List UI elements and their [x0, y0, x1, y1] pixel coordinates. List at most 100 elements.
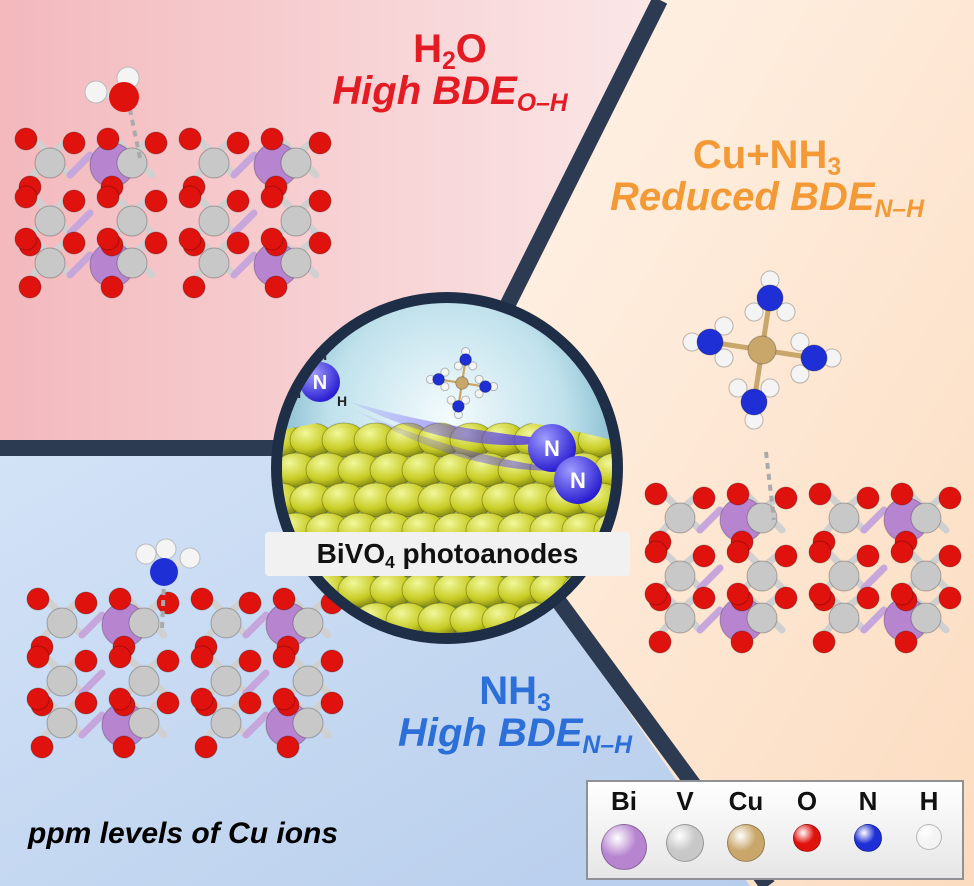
v-atom	[280, 205, 312, 237]
o-atom	[30, 735, 54, 759]
n-atom-label: N	[313, 372, 327, 394]
cu-panel	[440, 0, 974, 886]
v-atom	[910, 502, 942, 534]
o-atom	[812, 630, 836, 654]
legend-swatch	[666, 824, 704, 862]
v-atom	[746, 602, 778, 634]
legend-label: Cu	[728, 786, 764, 816]
o-atom	[26, 687, 50, 711]
o-atom	[226, 231, 250, 255]
legend-label: V	[676, 786, 694, 816]
o-atom	[74, 691, 98, 715]
cu-bde-label: Reduced BDE	[609, 175, 875, 219]
h-atom	[728, 378, 748, 398]
o-atom	[100, 275, 124, 299]
o-atom	[144, 231, 168, 255]
o-atom	[644, 482, 668, 506]
v-atom	[116, 205, 148, 237]
o-atom	[178, 227, 202, 251]
o-atom	[774, 586, 798, 610]
n-atom	[452, 400, 465, 413]
n-atom	[479, 380, 492, 393]
cu-atom	[747, 335, 777, 365]
h-atom	[453, 361, 463, 371]
water-formula-end: O	[455, 27, 487, 71]
cu-formula-sub: 3	[827, 153, 842, 181]
o-atom	[156, 591, 180, 615]
legend-swatch	[601, 824, 647, 870]
o-atom	[112, 735, 136, 759]
photoanode-label-sub: 4	[385, 551, 395, 572]
photoanode-label: BiVO4 photoanodes	[265, 532, 630, 576]
o-atom	[264, 275, 288, 299]
o-atom	[890, 482, 914, 506]
o-atom	[182, 275, 206, 299]
o-atom	[808, 482, 832, 506]
v-atom	[46, 707, 78, 739]
h-atom	[760, 378, 780, 398]
v-atom	[128, 707, 160, 739]
h-atom	[714, 348, 734, 368]
v-atom	[34, 147, 66, 179]
nh3-formula: NH	[479, 669, 537, 713]
o-atom	[726, 482, 750, 506]
o-atom	[194, 735, 218, 759]
legend-swatch	[854, 824, 882, 852]
o-atom	[938, 486, 962, 510]
legend-label: N	[858, 786, 878, 816]
o-atom	[156, 649, 180, 673]
legend-label: O	[796, 786, 818, 816]
o-atom	[692, 544, 716, 568]
o-atom	[144, 189, 168, 213]
o-atom	[144, 131, 168, 155]
o-atom	[644, 540, 668, 564]
legend-swatch	[793, 824, 821, 852]
v-atom	[198, 147, 230, 179]
copper-ammine-complex-small	[425, 346, 499, 420]
legend-label: H	[919, 786, 939, 816]
legend-item-o: O	[777, 786, 837, 852]
o-atom	[938, 544, 962, 568]
o-atom	[226, 189, 250, 213]
o-atom	[238, 591, 262, 615]
o-atom	[894, 630, 918, 654]
v-atom	[116, 247, 148, 279]
cu-atom	[455, 376, 469, 390]
legend-item-v: V	[655, 786, 715, 862]
o-atom	[856, 586, 880, 610]
o-atom	[726, 540, 750, 564]
photoanode-label-main: BiVO	[316, 538, 386, 569]
water-formula: H	[413, 27, 442, 71]
o-atom	[14, 127, 38, 151]
v-atom	[664, 602, 696, 634]
o-atom	[14, 227, 38, 251]
h-atom	[776, 302, 796, 322]
v-atom	[34, 247, 66, 279]
o-atom	[108, 587, 132, 611]
o-atom	[62, 189, 86, 213]
n-atom	[432, 373, 445, 386]
o-atom	[96, 227, 120, 251]
cu-title: Cu+NH3 Reduced BDEN–H	[560, 134, 974, 222]
o-atom	[320, 649, 344, 673]
legend-swatch	[916, 824, 942, 850]
ammonia-molecule	[135, 538, 201, 629]
v-atom	[828, 560, 860, 592]
v-atom	[34, 205, 66, 237]
o-atom	[692, 586, 716, 610]
nh3-bde-label: High BDE	[397, 711, 583, 755]
o-atom	[774, 544, 798, 568]
o-atom	[726, 582, 750, 606]
o-atom	[272, 645, 296, 669]
n-atom	[696, 328, 724, 356]
h-atom	[461, 395, 471, 405]
water-molecule	[84, 66, 142, 159]
o-atom	[808, 582, 832, 606]
h-atom	[744, 302, 764, 322]
o-atom	[156, 691, 180, 715]
v-atom	[128, 665, 160, 697]
water-title: H2O High BDEO–H	[280, 27, 620, 116]
v-atom	[280, 247, 312, 279]
